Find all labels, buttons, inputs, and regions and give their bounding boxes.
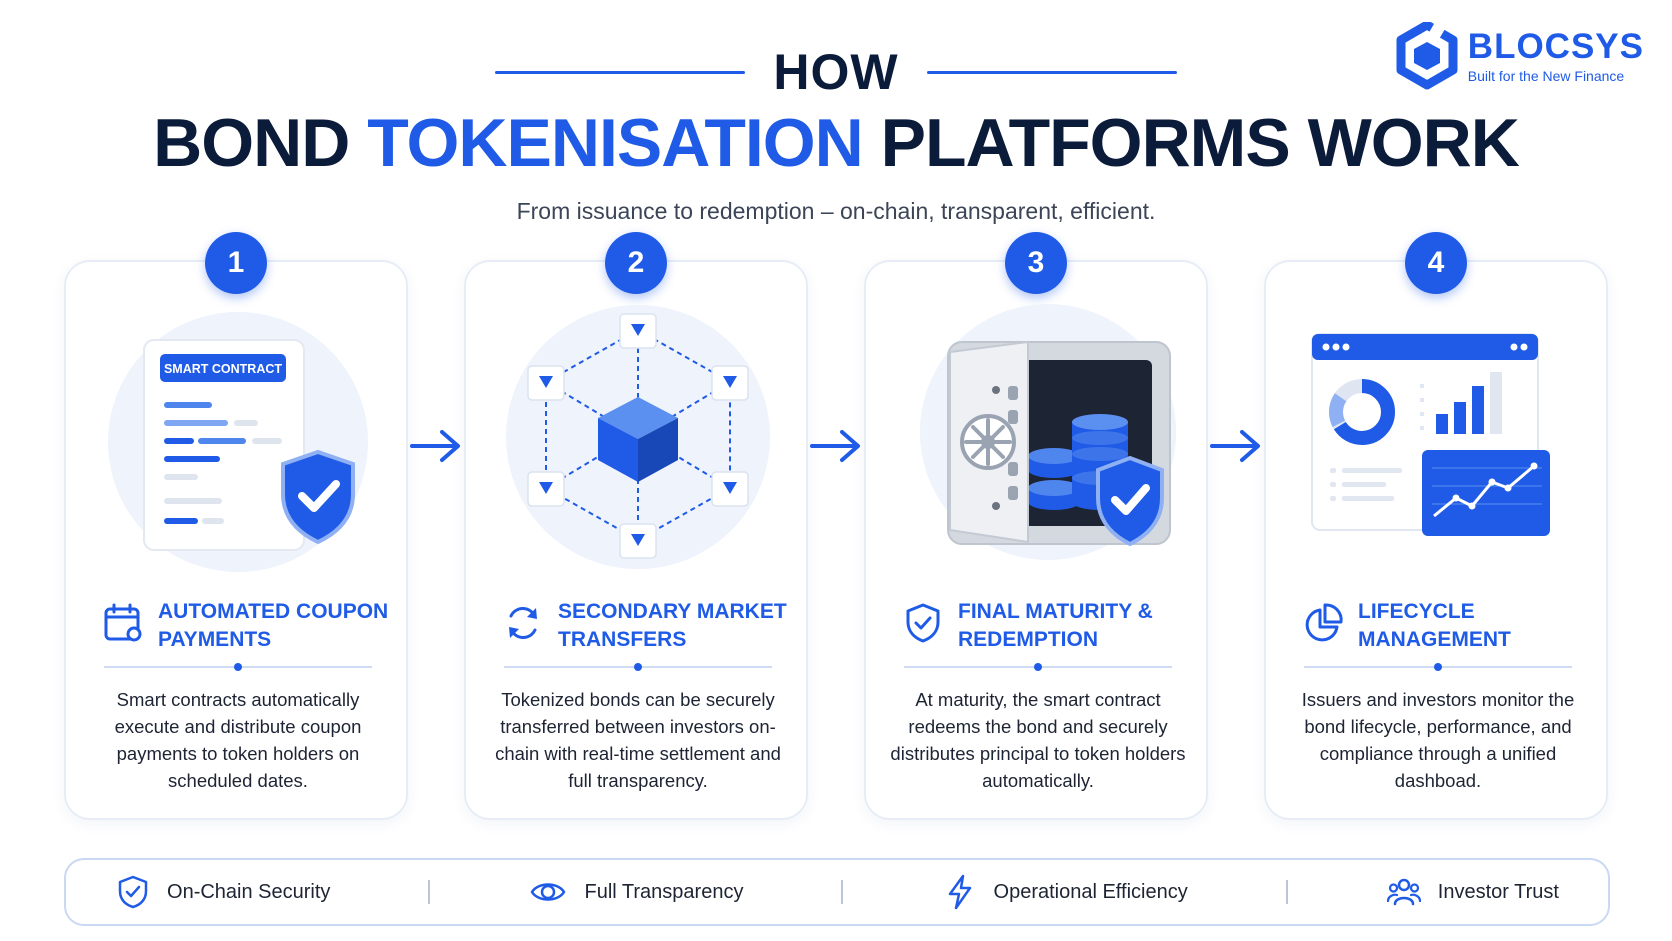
blockchain-network-illustration	[506, 305, 770, 569]
step-card-3: 3	[864, 232, 1208, 820]
feature-item: Operational Efficiency	[942, 874, 1188, 910]
divider	[904, 663, 1172, 671]
users-icon	[1386, 878, 1421, 906]
brand-name: BLOCSYS	[1467, 27, 1644, 66]
separator	[841, 880, 844, 904]
title-how: HOW	[773, 44, 899, 100]
steps-row: 1 SMART CONTRACT AUTOMATED COU	[64, 232, 1608, 820]
separator	[1285, 880, 1288, 904]
step-number: 1	[205, 232, 267, 294]
step-number: 3	[1005, 232, 1067, 294]
header: HOW BOND TOKENISATION PLATFORMS WORK Fro…	[0, 40, 1672, 225]
feature-label: On-Chain Security	[167, 880, 331, 903]
page-subtitle: From issuance to redemption – on-chain, …	[516, 198, 1156, 224]
arrow-right-icon	[1210, 430, 1260, 462]
step-description: Tokenized bonds can be securely transfer…	[495, 689, 781, 791]
separator	[428, 880, 431, 904]
feature-item: Investor Trust	[1386, 874, 1559, 910]
dashboard-illustration	[1311, 333, 1550, 536]
eye-icon	[531, 883, 566, 901]
divider	[504, 663, 772, 671]
blocsys-logo-icon	[1396, 22, 1458, 90]
step-description: Smart contracts automatically execute an…	[114, 689, 362, 791]
step-number: 4	[1405, 232, 1467, 294]
step-title: SECONDARY MARKET TRANSFERS	[558, 600, 787, 651]
step-title-row: SECONDARY MARKET TRANSFERS	[502, 598, 792, 654]
step-card-4: 4	[1264, 232, 1608, 820]
feature-label: Operational Efficiency	[993, 880, 1188, 903]
smart-contract-illustration: SMART CONTRACT	[108, 312, 368, 572]
arrow-right-icon	[810, 430, 860, 462]
smart-contract-label: SMART CONTRACT	[164, 362, 282, 376]
title-rule-right	[926, 70, 1177, 74]
how-row: HOW	[0, 40, 1672, 104]
title-part1: BOND	[153, 105, 368, 181]
arrow-right-icon	[410, 430, 460, 462]
title-accent: TOKENISATION	[367, 105, 864, 181]
feature-bar: On-Chain Security Full Transparency Oper…	[64, 858, 1610, 926]
divider	[1304, 663, 1572, 671]
step-number: 2	[605, 232, 667, 294]
brand-logo: BLOCSYS Built for the New Finance	[1396, 22, 1644, 90]
feature-label: Full Transparency	[584, 880, 744, 903]
title-part2: PLATFORMS WORK	[862, 105, 1520, 181]
step-title-row: AUTOMATED COUPON PAYMENTS	[102, 598, 392, 654]
refresh-icon	[509, 606, 537, 640]
step-title: LIFECYCLE MANAGEMENT	[1358, 600, 1511, 651]
calendar-icon	[104, 603, 142, 642]
step-card-2: 2	[464, 232, 808, 820]
feature-item: Full Transparency	[528, 874, 743, 910]
brand-tagline: Built for the New Finance	[1467, 68, 1625, 84]
pie-chart-icon	[1305, 603, 1343, 642]
step-title: FINAL MATURITY & REDEMPTION	[958, 600, 1153, 651]
coin-stack	[1028, 414, 1128, 510]
divider	[104, 663, 372, 671]
step-card-1: 1 SMART CONTRACT AUTOMATED COU	[64, 232, 408, 820]
feature-item: On-Chain Security	[115, 874, 330, 910]
lightning-icon	[948, 874, 971, 910]
center-block	[598, 397, 678, 482]
shield-check-icon	[118, 875, 148, 909]
shield-check-icon	[906, 603, 940, 643]
step-description: At maturity, the smart contract redeems …	[890, 689, 1186, 791]
step-title-row: LIFECYCLE MANAGEMENT	[1302, 598, 1592, 654]
step-title: AUTOMATED COUPON PAYMENTS	[158, 600, 389, 651]
step-description: Issuers and investors monitor the bond l…	[1301, 689, 1575, 791]
step-title-row: FINAL MATURITY & REDEMPTION	[902, 598, 1192, 654]
title-rule-left	[495, 70, 746, 74]
vault-illustration	[920, 304, 1176, 560]
feature-label: Investor Trust	[1437, 880, 1559, 903]
page-title: BOND TOKENISATION PLATFORMS WORK	[0, 104, 1672, 182]
